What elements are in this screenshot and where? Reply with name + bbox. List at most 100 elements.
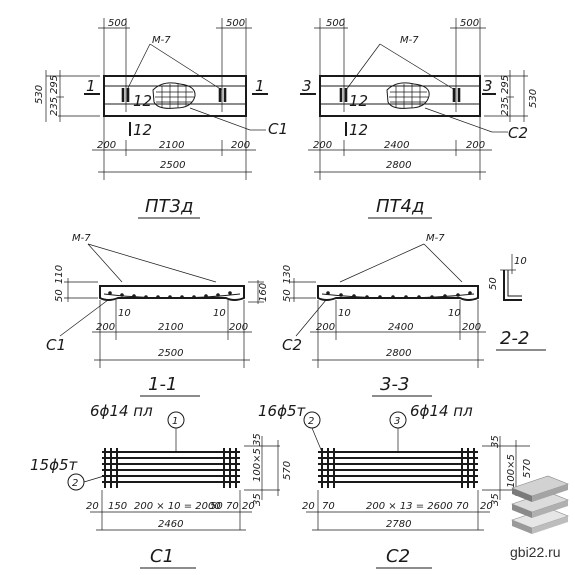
dim-130: 130 bbox=[282, 265, 293, 284]
dim-2500: 2500 bbox=[158, 348, 183, 359]
dim-20-right: 20 bbox=[480, 501, 493, 512]
title-pt3: ПТ3д bbox=[145, 196, 193, 217]
dim-35-top: 35 bbox=[490, 435, 501, 448]
mark-c1: С1 bbox=[268, 120, 288, 138]
dim-295: 295 bbox=[500, 75, 511, 94]
dim-2500: 2500 bbox=[160, 160, 185, 171]
dim-2400: 2400 bbox=[388, 322, 413, 333]
dim-200-left: 200 bbox=[97, 140, 116, 151]
section-3-3: М-7 50 130 10 10 С2 200 2400 200 2800 3-… bbox=[282, 233, 486, 397]
title-c1: С1 bbox=[150, 546, 174, 567]
dim-2100: 2100 bbox=[159, 140, 184, 151]
dim-70-right: 70 bbox=[456, 501, 469, 512]
dim-50: 50 bbox=[54, 289, 65, 302]
section-mark-12-outer: 12 bbox=[349, 121, 368, 139]
dim-500-right: 500 bbox=[226, 18, 245, 29]
bar-label: 6ϕ14 пл bbox=[90, 402, 153, 420]
dim-35-bottom: 35 bbox=[252, 493, 263, 506]
dim-2800: 2800 bbox=[386, 348, 411, 359]
title-pt4: ПТ4д bbox=[376, 196, 424, 217]
dim-70-left: 70 bbox=[322, 501, 335, 512]
dim-100x5: 100×5 bbox=[506, 454, 517, 488]
section-mark-right: 1 bbox=[255, 77, 265, 95]
dim-50: 50 bbox=[282, 289, 293, 302]
bar-label: 6ϕ14 пл bbox=[410, 402, 473, 420]
section-mark-right: 3 bbox=[483, 77, 493, 95]
dim-10-right: 10 bbox=[213, 308, 226, 319]
dim-570: 570 bbox=[282, 461, 293, 480]
dim-200-right: 200 bbox=[462, 322, 481, 333]
dim-200-left: 200 bbox=[316, 322, 335, 333]
stirrup-label: 16ϕ5т bbox=[258, 402, 307, 420]
dim-200x10: 200 × 10 = 2000 bbox=[134, 501, 221, 512]
mark-c2: С2 bbox=[508, 124, 528, 142]
section-mark-12-inner: 12 bbox=[133, 92, 152, 110]
dim-235: 235 bbox=[49, 97, 60, 116]
watermark-text: gbi22.ru bbox=[510, 544, 561, 560]
dim-200-left: 200 bbox=[313, 140, 332, 151]
dim-2780: 2780 bbox=[386, 519, 411, 530]
dim-2460: 2460 bbox=[158, 519, 183, 530]
dim-150-left: 150 bbox=[108, 501, 127, 512]
dim-35-bottom: 35 bbox=[490, 493, 501, 506]
dim-200x13: 200 × 13 = 2600 bbox=[366, 501, 453, 512]
section-1-1: М-7 50 110 160 10 10 С1 200 2100 200 250… bbox=[46, 233, 269, 397]
dim-2800: 2800 bbox=[386, 160, 411, 171]
title-c2: С2 bbox=[386, 546, 410, 567]
stirrups bbox=[321, 448, 475, 488]
rebar-dots bbox=[108, 291, 232, 299]
cage-c2: 16ϕ5т 2 3 6ϕ14 пл 35 570 100×5 bbox=[258, 402, 533, 569]
stacked-slabs-icon bbox=[511, 475, 569, 534]
dim-20-right: 20 bbox=[242, 501, 255, 512]
stirrup-position: 2 bbox=[308, 416, 314, 427]
mark-c2: С2 bbox=[282, 336, 302, 354]
dim-20-left: 20 bbox=[302, 501, 315, 512]
bar-position: 1 bbox=[172, 416, 178, 427]
stirrups bbox=[104, 448, 237, 488]
section-mark-12-inner: 12 bbox=[349, 92, 368, 110]
dim-10: 10 bbox=[514, 256, 527, 267]
dim-200-right: 200 bbox=[466, 140, 485, 151]
dim-2100: 2100 bbox=[158, 322, 183, 333]
dim-110: 110 bbox=[54, 265, 65, 284]
dim-20-left: 20 bbox=[86, 501, 99, 512]
section-mark-left: 3 bbox=[302, 77, 312, 95]
cage-c1: 6ϕ14 пл 1 15ϕ5т 2 35 100×5 570 bbox=[30, 402, 293, 569]
longitudinal-bars bbox=[102, 451, 240, 483]
dim-50-right: 50 bbox=[210, 501, 223, 512]
dim-10-right: 10 bbox=[448, 308, 461, 319]
section-2-2: 10 50 2-2 bbox=[488, 254, 546, 351]
dim-160: 160 bbox=[258, 283, 269, 302]
dim-530: 530 bbox=[528, 89, 539, 108]
mark-m7: М-7 bbox=[72, 233, 91, 244]
dim-500-right: 500 bbox=[460, 18, 479, 29]
dim-295: 295 bbox=[49, 75, 60, 94]
title-1-1: 1-1 bbox=[148, 374, 177, 395]
mark-m7: М-7 bbox=[426, 233, 445, 244]
dim-10-left: 10 bbox=[338, 308, 351, 319]
stirrup-label: 15ϕ5т bbox=[30, 456, 79, 474]
dim-35-top: 35 bbox=[252, 433, 263, 446]
section-mark-left: 1 bbox=[86, 77, 96, 95]
dim-570: 570 bbox=[522, 459, 533, 478]
dim-70-right: 70 bbox=[226, 501, 239, 512]
watermark: gbi22.ru bbox=[510, 475, 569, 560]
dim-530: 530 bbox=[34, 85, 45, 104]
mark-m7: М-7 bbox=[400, 35, 419, 46]
stirrup-position: 2 bbox=[72, 478, 78, 489]
bar-position: 3 bbox=[394, 416, 400, 427]
dim-200-left: 200 bbox=[96, 322, 115, 333]
plan-pt4: 500 500 М-7 3 3 12 12 С2 295 235 530 bbox=[300, 18, 539, 219]
longitudinal-bars bbox=[318, 451, 478, 483]
dim-500-left: 500 bbox=[108, 18, 127, 29]
dim-200-right: 200 bbox=[229, 322, 248, 333]
dim-200-right: 200 bbox=[231, 140, 250, 151]
dim-500-left: 500 bbox=[326, 18, 345, 29]
title-3-3: 3-3 bbox=[380, 374, 409, 395]
title-2-2: 2-2 bbox=[500, 328, 529, 349]
mark-m7: М-7 bbox=[152, 35, 171, 46]
dim-2400: 2400 bbox=[384, 140, 409, 151]
dim-10-left: 10 bbox=[118, 308, 131, 319]
mark-c1: С1 bbox=[46, 336, 66, 354]
